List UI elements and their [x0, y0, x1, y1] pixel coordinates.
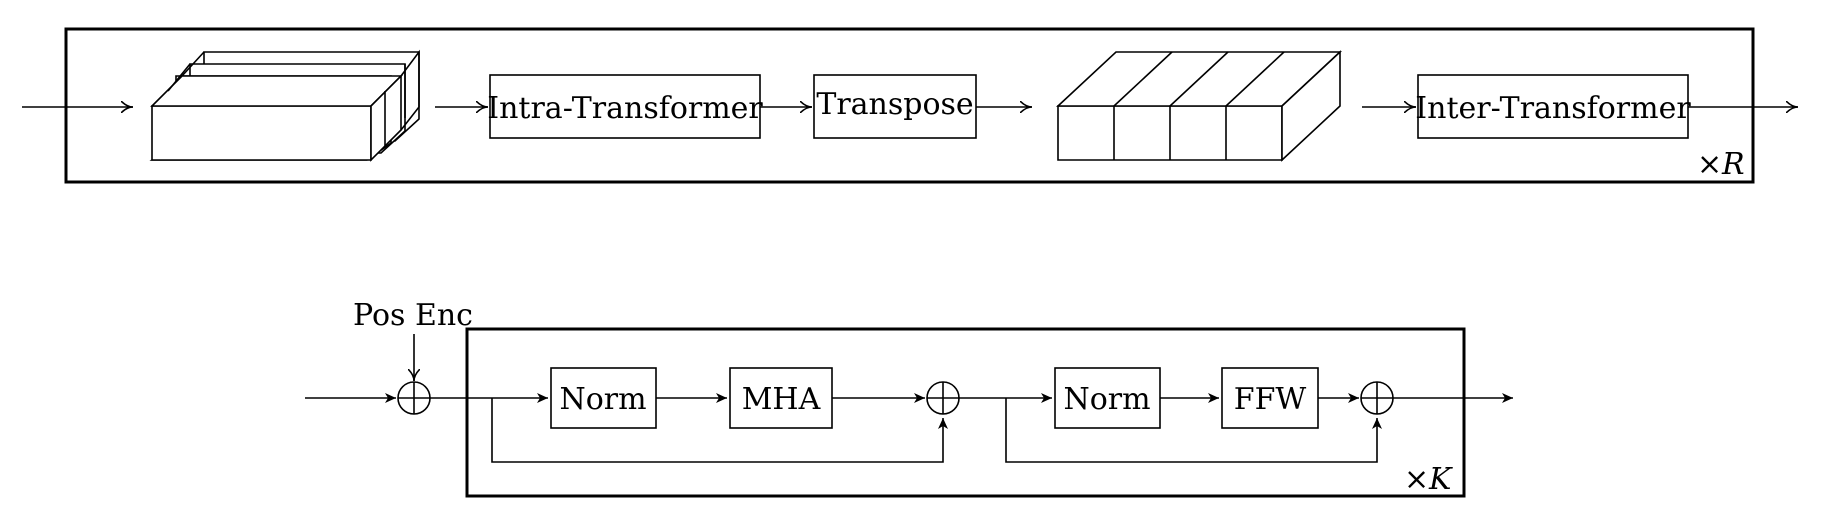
ffw-box — [1221, 367, 1319, 429]
bottom-block: Pos Enc Norm MHA — [305, 298, 1513, 498]
intra-transformer-label: Intra-Transformer — [487, 91, 763, 126]
inter-transformer-label: Inter-Transformer — [1415, 91, 1691, 126]
pos-enc-label: Pos Enc — [353, 298, 473, 333]
mha-box — [729, 367, 833, 429]
top-repeat-frame — [64, 27, 1755, 184]
residual-path-2 — [1005, 398, 1382, 463]
norm2-label: Norm — [1063, 382, 1150, 417]
pos-add-circle — [397, 381, 431, 415]
top-block: Intra-Transformer Transpose Inter-Transf… — [22, 27, 1798, 184]
bottom-repeat-times: × — [1404, 462, 1429, 497]
norm1-box — [550, 367, 657, 429]
residual-path-1 — [491, 398, 948, 463]
intra-transformer-box — [489, 74, 761, 139]
transpose-label: Transpose — [816, 87, 973, 122]
norm1-label: Norm — [559, 382, 646, 417]
bottom-repeat-frame — [465, 327, 1466, 498]
residual-add-circle-1 — [926, 381, 960, 415]
transposed-tensor — [1055, 50, 1343, 162]
mha-label: MHA — [742, 382, 821, 417]
transpose-box — [813, 74, 977, 139]
top-repeat-times: × — [1697, 147, 1722, 182]
top-repeat-var: R — [1721, 147, 1745, 182]
residual-add-circle-2 — [1360, 381, 1394, 415]
bottom-repeat-var: K — [1428, 462, 1453, 497]
chunked-tensor-stack — [149, 49, 420, 162]
ffw-label: FFW — [1234, 382, 1307, 417]
